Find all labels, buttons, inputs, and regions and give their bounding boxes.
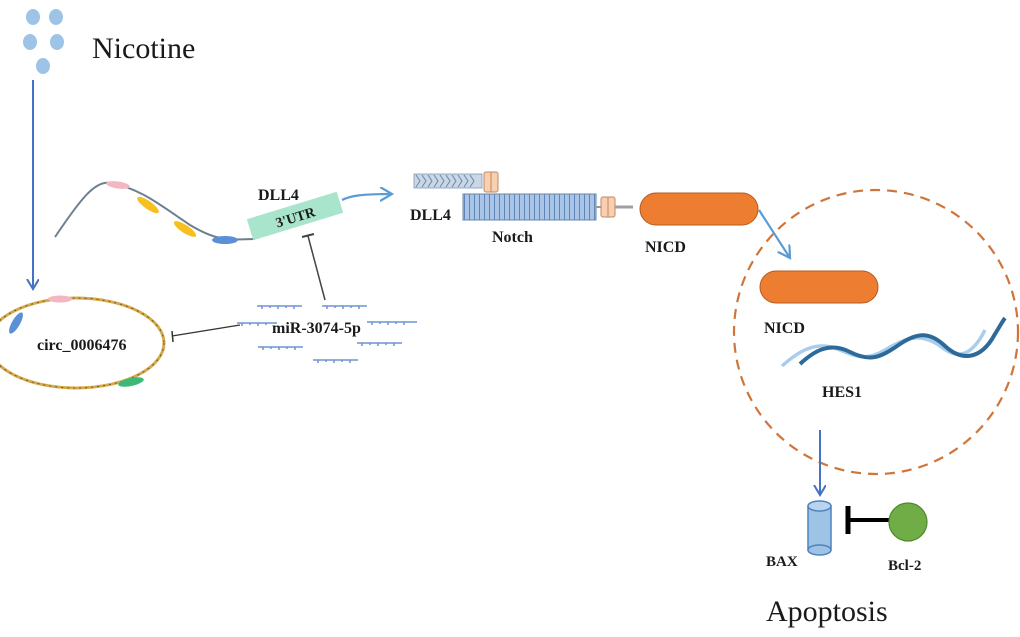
circ-inhibits-mir bbox=[171, 324, 241, 343]
translation-arrow bbox=[341, 194, 392, 200]
bax-label: BAX bbox=[766, 554, 798, 570]
mir-inhibits-utr bbox=[301, 233, 326, 301]
dll4-mrna-strand bbox=[54, 181, 256, 244]
nicotine-label: Nicotine bbox=[92, 32, 195, 65]
bcl2-icon bbox=[888, 502, 928, 542]
apoptosis-label: Apoptosis bbox=[766, 595, 888, 628]
hes1-dna-icon bbox=[780, 316, 1007, 368]
dll4-protein-label: DLL4 bbox=[410, 207, 451, 224]
bax-icon bbox=[807, 500, 832, 556]
nucleus-circle bbox=[732, 188, 1020, 476]
notch-label: Notch bbox=[492, 229, 533, 246]
bcl2-inhibits-bax bbox=[845, 506, 890, 534]
mir-label: miR-3074-5p bbox=[272, 320, 361, 337]
nicd-nucleus-icon bbox=[759, 270, 879, 304]
circrna-ring bbox=[0, 295, 166, 390]
circ-label: circ_0006476 bbox=[37, 337, 126, 354]
nicd-translocation-arrow bbox=[758, 209, 790, 258]
dll4-gene-label: DLL4 bbox=[258, 187, 299, 204]
nicotine-molecules-icon bbox=[23, 9, 64, 74]
nicd-nucleus-label: NICD bbox=[764, 320, 805, 337]
mirna-strands-icon bbox=[237, 305, 417, 363]
utr-box: 3'UTR bbox=[246, 191, 344, 241]
notch-receptor-icon bbox=[462, 193, 633, 221]
dll4-protein-icon bbox=[413, 171, 499, 193]
bcl2-label: Bcl-2 bbox=[888, 558, 921, 574]
nicd-cytoplasm-icon bbox=[639, 192, 759, 226]
nicd-label: NICD bbox=[645, 239, 686, 256]
hes1-label: HES1 bbox=[822, 384, 862, 401]
